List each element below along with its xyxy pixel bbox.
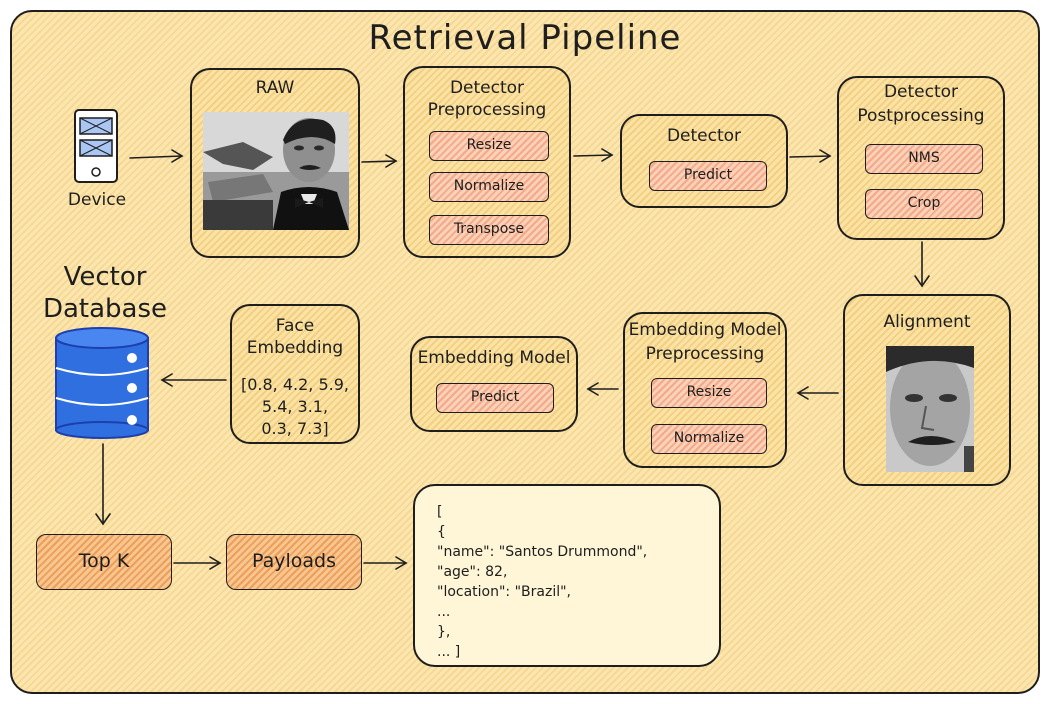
detector-postprocessing-node: Detector Postprocessing NMS Crop <box>837 76 1005 240</box>
top-k-node: Top K <box>36 534 172 590</box>
embedding-vector-line-3: 0.3, 7.3] <box>261 419 329 438</box>
json-line-1: [ <box>437 504 443 520</box>
step-transpose: Transpose <box>429 215 549 245</box>
json-line-3: "name": "Santos Drummond", <box>437 544 648 560</box>
detector-postprocessing-title-line1: Detector <box>883 82 959 102</box>
raw-title: RAW <box>255 78 295 98</box>
arrow-payloads-to-json <box>363 556 408 570</box>
embedding-model-node: Embedding Model Predict <box>410 336 578 432</box>
face-embedding-title-line1: Face <box>275 316 315 336</box>
detector-preprocessing-node: Detector Preprocessing Resize Normalize … <box>403 66 571 258</box>
arrow-raw-to-preprocessing <box>361 154 398 168</box>
embedding-preprocessing-node: Embedding Model Preprocessing Resize Nor… <box>623 312 787 468</box>
step-nms: NMS <box>865 144 983 174</box>
payloads-node: Payloads <box>226 534 362 590</box>
detector-title: Detector <box>666 126 742 146</box>
step-crop: Crop <box>865 189 983 219</box>
database-icon <box>55 327 149 439</box>
detector-node: Detector Predict <box>620 114 788 208</box>
arrow-detector-to-postprocessing <box>789 149 832 163</box>
detector-postprocessing-title-line2: Postprocessing <box>857 106 985 126</box>
arrow-device-to-raw <box>129 149 184 163</box>
detector-preprocessing-title-line1: Detector <box>449 78 525 98</box>
json-payload-box: [ { "name": "Santos Drummond", "age": 82… <box>413 484 721 667</box>
device-label: Device <box>67 190 127 210</box>
alignment-node: Alignment <box>843 294 1011 486</box>
raw-portrait-image <box>203 112 349 230</box>
smartphone-icon <box>74 109 118 183</box>
embedding-vector-line-2: 5.4, 3.1, <box>261 397 329 416</box>
step-normalize: Normalize <box>429 172 549 202</box>
json-line-2: { <box>437 524 446 540</box>
step-resize: Resize <box>429 131 549 161</box>
embedding-vector-line-1: [0.8, 4.2, 5.9, <box>240 375 349 394</box>
face-embedding-node: Face Embedding [0.8, 4.2, 5.9, 5.4, 3.1,… <box>230 304 360 444</box>
vector-db-title-line1: Vector <box>63 262 147 292</box>
arrow-preprocessing-to-detector <box>573 148 614 162</box>
embedding-preprocessing-title-line2: Preprocessing <box>645 344 765 364</box>
diagram-title: Retrieval Pipeline <box>368 18 682 58</box>
arrow-embedding-to-database <box>160 373 227 387</box>
aligned-face-image <box>886 346 974 472</box>
arrow-embedding-preprocessing-to-model <box>586 382 619 396</box>
face-embedding-title-line2: Embedding <box>246 338 344 358</box>
arrow-topk-to-payloads <box>173 556 222 570</box>
json-line-8: ... ] <box>437 644 461 660</box>
step-normalize-embedding: Normalize <box>651 424 767 454</box>
arrow-alignment-to-embedding-preprocessing <box>796 386 839 400</box>
json-line-5: "location": "Brazil", <box>437 584 571 600</box>
device-node: Device <box>58 108 138 218</box>
embedding-model-title: Embedding Model <box>417 348 571 368</box>
json-line-7: }, <box>437 624 451 640</box>
step-resize-embedding: Resize <box>651 378 767 408</box>
embedding-preprocessing-title-line1: Embedding Model <box>628 320 782 340</box>
step-predict-detector: Predict <box>649 161 767 191</box>
step-predict-embedding: Predict <box>436 383 554 413</box>
raw-node: RAW <box>190 68 360 258</box>
arrow-database-to-topk <box>95 443 111 526</box>
detector-preprocessing-title-line2: Preprocessing <box>427 100 547 120</box>
alignment-title: Alignment <box>883 312 971 332</box>
json-line-4: "age": 82, <box>437 564 508 580</box>
vector-db-title-line2: Database <box>42 294 168 324</box>
arrow-postprocessing-to-alignment <box>914 241 930 288</box>
json-line-6: ... <box>437 604 451 620</box>
